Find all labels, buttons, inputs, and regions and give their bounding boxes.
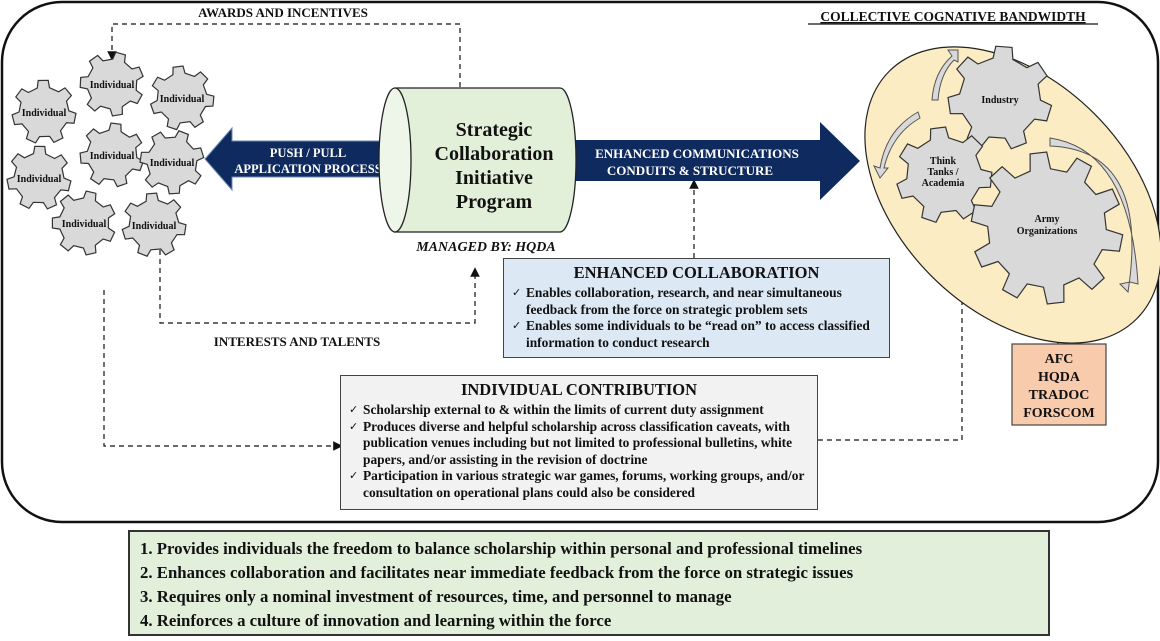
gear-icon — [51, 190, 116, 256]
individual-gears: IndividualIndividualIndividualIndividual… — [6, 51, 215, 257]
gear-icon — [947, 45, 1053, 150]
org-afc: AFC — [1045, 352, 1074, 367]
program-line-1: Strategic — [456, 119, 533, 141]
communications-label-2: CONDUITS & STRUCTURE — [607, 163, 773, 178]
org-hqda: HQDA — [1038, 370, 1081, 385]
managed-by-label: MANAGED BY: HQDA — [415, 240, 556, 255]
gear-icon — [121, 192, 187, 257]
individual-label: Individual — [160, 94, 205, 105]
org-forscom: FORSCOM — [1023, 406, 1095, 421]
program-line-2: Collaboration — [435, 143, 554, 165]
individual-label: Individual — [132, 221, 177, 232]
benefit-item: 3. Requires only a nominal investment of… — [140, 587, 732, 606]
contribution-item: Participation in various strategic war g… — [347, 468, 811, 501]
cluster-gears — [896, 45, 1124, 305]
benefit-item: 1. Provides individuals the freedom to b… — [140, 539, 863, 558]
contribution-item: Produces diverse and helpful scholarship… — [347, 419, 811, 469]
interests-label: INTERESTS AND TALENTS — [214, 334, 380, 349]
cycle-arrows — [873, 49, 1139, 294]
gear-icon — [6, 145, 72, 210]
enhanced-collaboration-box: ENHANCED COLLABORATION Enables collabora… — [503, 258, 890, 358]
awards-label: AWARDS AND INCENTIVES — [198, 5, 368, 20]
individual-label: Individual — [150, 158, 195, 169]
individual-label: Individual — [62, 219, 107, 230]
benefits-box: 1. Provides individuals the freedom to b… — [128, 530, 1050, 636]
program-line-3: Initiative — [455, 167, 533, 189]
benefit-item: 4. Reinforces a culture of innovation an… — [140, 611, 612, 630]
gear-icon — [79, 51, 144, 117]
gear-icon — [970, 151, 1124, 305]
diagram-title: COLLECTIVE COGNATIVE BANDWIDTH — [820, 9, 1086, 24]
collaboration-item: Enables some individuals to be “read on”… — [510, 318, 883, 351]
individual-contribution-box: INDIVIDUAL CONTRIBUTION Scholarship exte… — [340, 375, 818, 510]
army-label-1: Army — [1035, 214, 1060, 225]
individual-label: Individual — [22, 108, 67, 119]
push-pull-label-1: PUSH / PULL — [270, 146, 346, 160]
push-pull-label-2: APPLICATION PROCESS — [234, 162, 381, 176]
individual-label: Individual — [90, 151, 135, 162]
think-tanks-label-2: Tanks / — [927, 167, 958, 178]
program-cylinder — [378, 87, 577, 233]
individual-label: Individual — [90, 80, 135, 91]
think-tanks-label-1: Think — [930, 156, 957, 167]
gear-icon — [149, 65, 215, 131]
enhanced-collaboration-title: ENHANCED COLLABORATION — [573, 263, 820, 282]
organizations-box — [1011, 343, 1107, 426]
benefit-item: 2. Enhances collaboration and facilitate… — [140, 563, 854, 582]
contribution-item: Scholarship external to & within the lim… — [347, 402, 811, 419]
think-tanks-label-3: Academia — [922, 178, 965, 189]
individual-contribution-title: INDIVIDUAL CONTRIBUTION — [460, 380, 698, 399]
gear-icon — [139, 130, 205, 195]
army-label-2: Organizations — [1017, 226, 1078, 237]
gear-icon — [11, 79, 77, 144]
industry-label: Industry — [981, 95, 1018, 106]
program-line-4: Program — [456, 191, 533, 213]
collaboration-item: Enables collaboration, research, and nea… — [510, 285, 883, 318]
gear-icon — [79, 122, 145, 188]
communications-label-1: ENHANCED COMMUNICATIONS — [595, 146, 799, 161]
communications-arrow — [560, 122, 860, 200]
org-tradoc: TRADOC — [1029, 388, 1090, 403]
individual-label: Individual — [17, 174, 62, 185]
